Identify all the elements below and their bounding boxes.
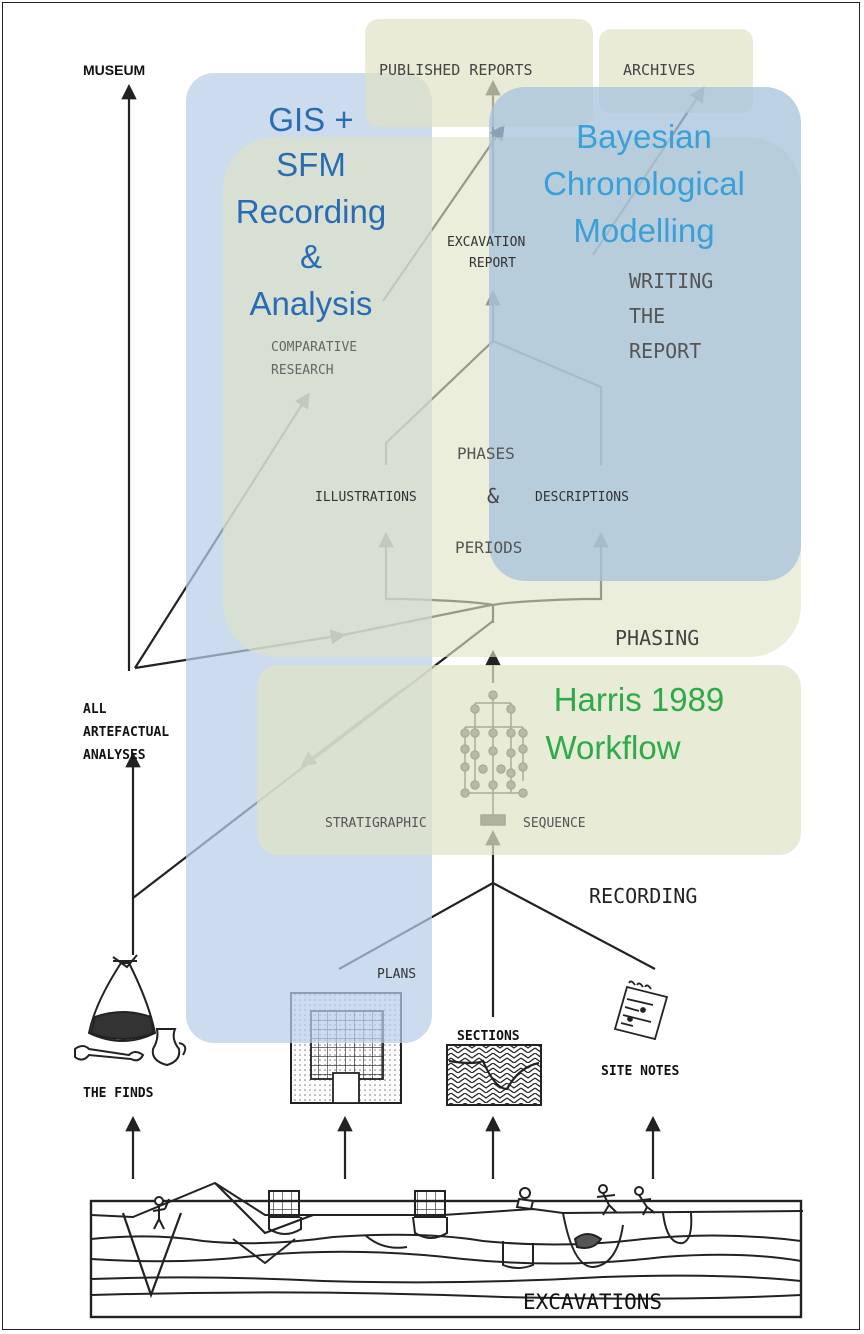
harris-label-2: Workflow <box>545 729 680 766</box>
sequence-label: SEQUENCE <box>523 816 586 831</box>
gis-label-1: GIS + <box>268 101 353 138</box>
gis-label-2: SFM <box>276 146 346 183</box>
comparative-research-label-1: COMPARATIVE <box>271 340 357 355</box>
museum-label: MUSEUM <box>83 62 145 78</box>
bayesian-label-3: Modelling <box>573 212 714 249</box>
overlay-boxes <box>186 19 801 1043</box>
excavations-label: EXCAVATIONS <box>523 1290 662 1314</box>
plans-label: PLANS <box>377 967 416 982</box>
gis-label-4: & <box>300 238 322 275</box>
writing-label-3: REPORT <box>629 339 701 363</box>
excavation-section-drawing <box>89 1181 804 1319</box>
all-artefactual-label-3: ANALYSES <box>83 748 146 763</box>
writing-label-2: THE <box>629 304 665 328</box>
excavation-report-label-2: REPORT <box>469 256 516 271</box>
the-finds-label: THE FINDS <box>83 1086 154 1101</box>
diagram-labels: MUSEUM PUBLISHED REPORTS ARCHIVES EXCAVA… <box>83 61 713 1314</box>
site-notes-label: SITE NOTES <box>601 1064 679 1079</box>
descriptions-label: DESCRIPTIONS <box>535 490 629 505</box>
harris-label-1: Harris 1989 <box>554 681 725 718</box>
bayesian-label-2: Chronological <box>543 165 745 202</box>
harris-overlay-box <box>257 665 801 855</box>
published-reports-label: PUBLISHED REPORTS <box>379 61 533 79</box>
overlay-labels: GIS + SFM Recording & Analysis Bayesian … <box>236 101 745 766</box>
site-notes-icon <box>613 980 669 1041</box>
bayesian-overlay-box <box>489 87 801 581</box>
finds-bag-icon <box>74 954 187 1067</box>
all-artefactual-label-2: ARTEFACTUAL <box>83 725 169 740</box>
sections-label: SECTIONS <box>457 1029 520 1044</box>
gis-label-3: Recording <box>236 193 386 230</box>
all-artefactual-label-1: ALL <box>83 702 107 717</box>
illustrations-label: ILLUSTRATIONS <box>315 490 417 505</box>
sections-icon <box>446 1044 542 1106</box>
excavation-report-label-1: EXCAVATION <box>447 235 525 250</box>
ampersand-label: & <box>487 484 499 508</box>
writing-label-1: WRITING <box>629 269 713 293</box>
periods-label: PERIODS <box>455 538 522 557</box>
phasing-label: PHASING <box>615 626 699 650</box>
phases-label: PHASES <box>457 444 515 463</box>
archives-label: ARCHIVES <box>623 61 695 79</box>
harris-workflow-diagram: MUSEUM PUBLISHED REPORTS ARCHIVES EXCAVA… <box>74 19 804 1319</box>
bayesian-label-1: Bayesian <box>576 118 712 155</box>
comparative-research-label-2: RESEARCH <box>271 363 334 378</box>
stratigraphic-label: STRATIGRAPHIC <box>325 816 427 831</box>
recording-label: RECORDING <box>589 884 697 908</box>
gis-label-5: Analysis <box>250 285 373 322</box>
